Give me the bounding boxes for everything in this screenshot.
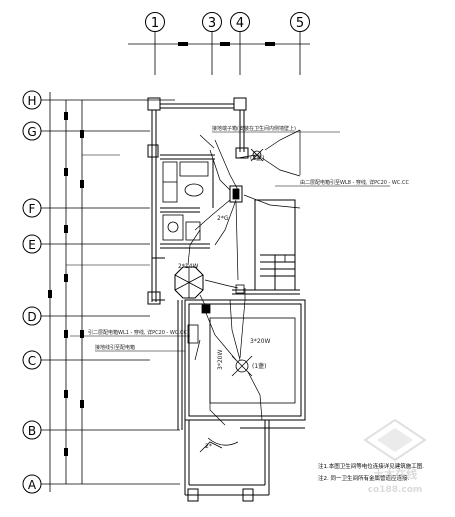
column-axis-3: 3 (202, 12, 222, 75)
watermark: 土木在线 co188.com (363, 418, 427, 495)
note-line-2: 注2. 同一卫生间所有金属管道应连接. (318, 474, 409, 482)
top-dimension-line (128, 42, 310, 46)
row-axis-D: D (22, 306, 150, 326)
annotation-top-left: 接地端子箱(安装在卫生间内侧墙壁上) (212, 125, 296, 132)
row-axis-C-label: C (28, 354, 36, 368)
row-axis-F: F (22, 198, 150, 218)
watermark-site: 土木在线 (373, 467, 417, 481)
column-axis-5: 5 (290, 12, 310, 75)
row-axis-C: C (22, 350, 150, 370)
lamp-center-label: (1盏) (252, 362, 267, 370)
notes: 注1.本图卫生间等电位连接详见建筑施工图. 注2. 同一卫生间所有金属管道应连接… (318, 462, 424, 482)
row-axis-G-label: G (27, 125, 36, 139)
row-axis-H-label: H (27, 94, 36, 108)
fixture-left-label: 2*14W (178, 263, 198, 270)
building-walls (147, 97, 306, 502)
column-axis-5-label: 5 (296, 16, 304, 31)
row-axis-D-label: D (27, 310, 36, 324)
annotation-left-lower: 接地线引至配电箱 (95, 344, 135, 351)
column-axis-4-label: 4 (236, 16, 244, 31)
row-axis-A-label: A (28, 478, 37, 492)
row-axis-E: E (22, 234, 150, 254)
fixture-gv-label: 2*G (217, 215, 229, 222)
annotations: 接地端子箱(安装在卫生间内侧墙壁上) 由二层配电箱引至WL8 - 穿线, 详PC… (70, 125, 409, 450)
column-axis-1: 1 (145, 12, 165, 75)
watermark-domain: co188.com (368, 485, 423, 495)
row-axis-H: H (22, 90, 175, 110)
row-axis-B: B (22, 420, 180, 440)
row-axis-G: G (22, 121, 150, 141)
column-axis-4: 4 (230, 12, 250, 75)
annotation-left-middle: 引二层配电箱WL1 - 穿线, 详PC20 - WC.CC (88, 329, 187, 336)
fixture-side-label: 3*20W (217, 350, 224, 370)
lamp-upper-label: (1盏) (250, 154, 265, 162)
row-axis-B-label: B (28, 424, 36, 438)
note-line-1: 注1.本图卫生间等电位连接详见建筑施工图. (318, 462, 424, 470)
row-axis-E-label: E (28, 238, 36, 252)
column-axis-3-label: 3 (208, 16, 216, 31)
column-axis-1-label: 1 (151, 16, 159, 31)
fixture-main-label: 3*20W (250, 338, 270, 345)
row-axis-A: A (22, 474, 180, 494)
bottom-label: 2* (205, 443, 212, 450)
annotation-right: 由二层配电箱引至WL8 - 穿线, 详PC20 - WC.CC (300, 179, 409, 186)
wiring (187, 129, 301, 426)
left-dimension-lines (48, 92, 150, 492)
row-axis-F-label: F (29, 202, 36, 216)
